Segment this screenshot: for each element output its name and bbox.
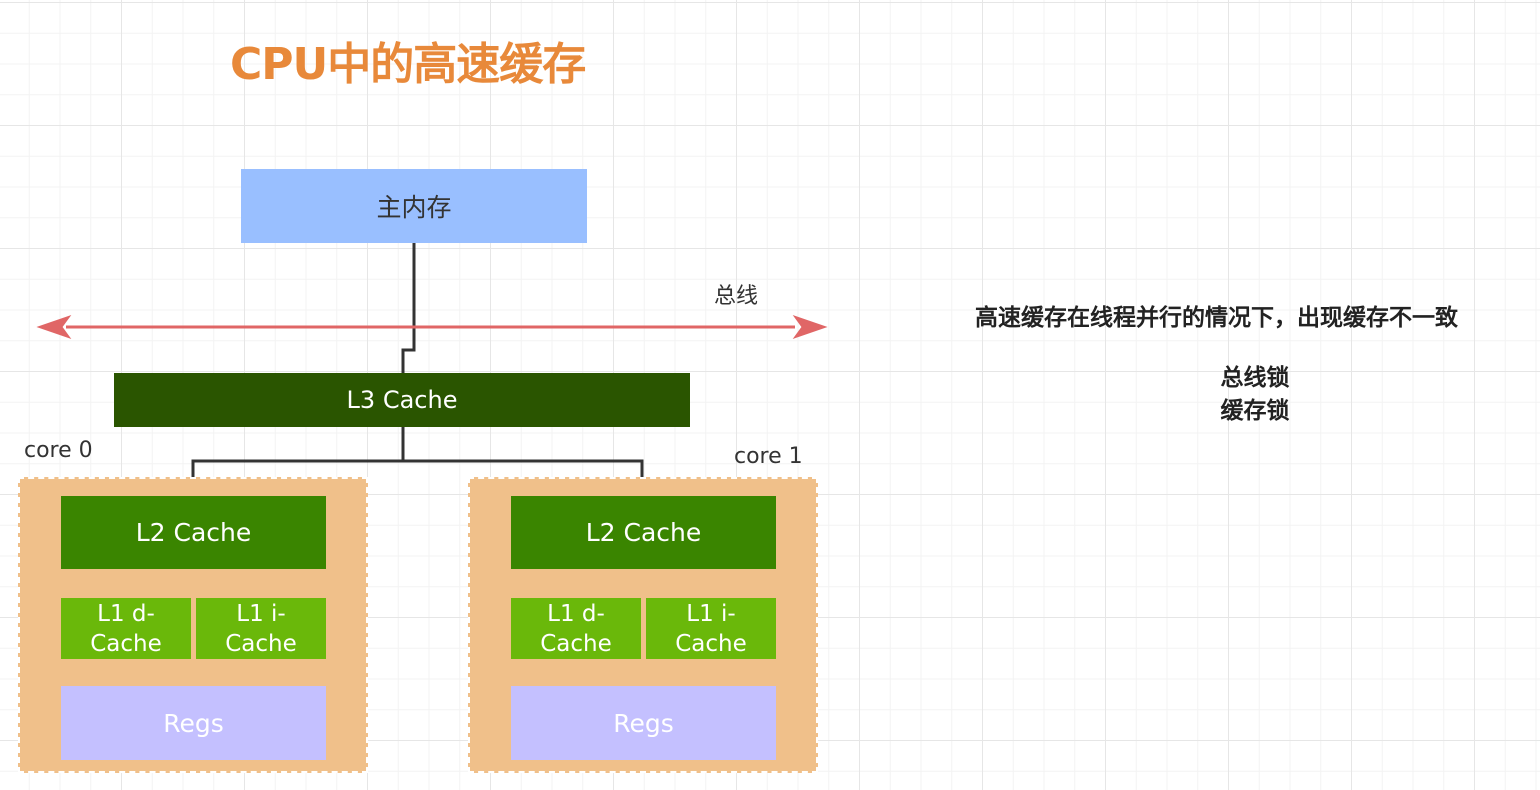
lock-list: 总线锁 缓存锁 xyxy=(1180,362,1330,428)
core-0-l1-d-cache-label: L1 d-Cache xyxy=(90,600,162,657)
memory-to-l3-line xyxy=(401,243,416,373)
cache-inconsistency-note: 高速缓存在线程并行的情况下，出现缓存不一致 xyxy=(975,305,1458,331)
main-memory-box: 主内存 xyxy=(241,169,587,243)
l3-cache-label: L3 Cache xyxy=(346,386,458,414)
core-0-l1-d-cache-box: L1 d-Cache xyxy=(61,598,191,659)
core-0-l1-i-cache-box: L1 i-Cache xyxy=(196,598,326,659)
core-0-l2-cache-box: L2 Cache xyxy=(61,496,326,569)
core-0-label: core 0 xyxy=(24,438,93,463)
bus-label: 总线 xyxy=(714,284,759,309)
core-0-regs-box: Regs xyxy=(61,686,326,760)
bus-arrow xyxy=(36,315,828,339)
bus-lock-label: 总线锁 xyxy=(1220,365,1290,391)
l3-cache-box: L3 Cache xyxy=(114,373,690,427)
main-memory-label: 主内存 xyxy=(376,193,452,222)
core-0-regs-label: Regs xyxy=(163,708,224,738)
diagram-title: CPU中的高速缓存 xyxy=(230,39,586,90)
core-1-l1-d-cache-box: L1 d-Cache xyxy=(511,598,641,659)
core-1-label: core 1 xyxy=(734,444,803,469)
cache-lock-label: 缓存锁 xyxy=(1220,398,1290,424)
core-1-l2-cache-label: L2 Cache xyxy=(585,518,702,547)
core-1-regs-box: Regs xyxy=(511,686,776,760)
core-1-l1-i-cache-label: L1 i-Cache xyxy=(675,600,747,657)
core-0-l1-i-cache-label: L1 i-Cache xyxy=(225,600,297,657)
core-1-l2-cache-box: L2 Cache xyxy=(511,496,776,569)
core-1-regs-label: Regs xyxy=(613,708,674,738)
core-0-l2-cache-label: L2 Cache xyxy=(135,518,252,547)
core-1-l1-i-cache-box: L1 i-Cache xyxy=(646,598,776,659)
core-1-l1-d-cache-label: L1 d-Cache xyxy=(540,600,612,657)
